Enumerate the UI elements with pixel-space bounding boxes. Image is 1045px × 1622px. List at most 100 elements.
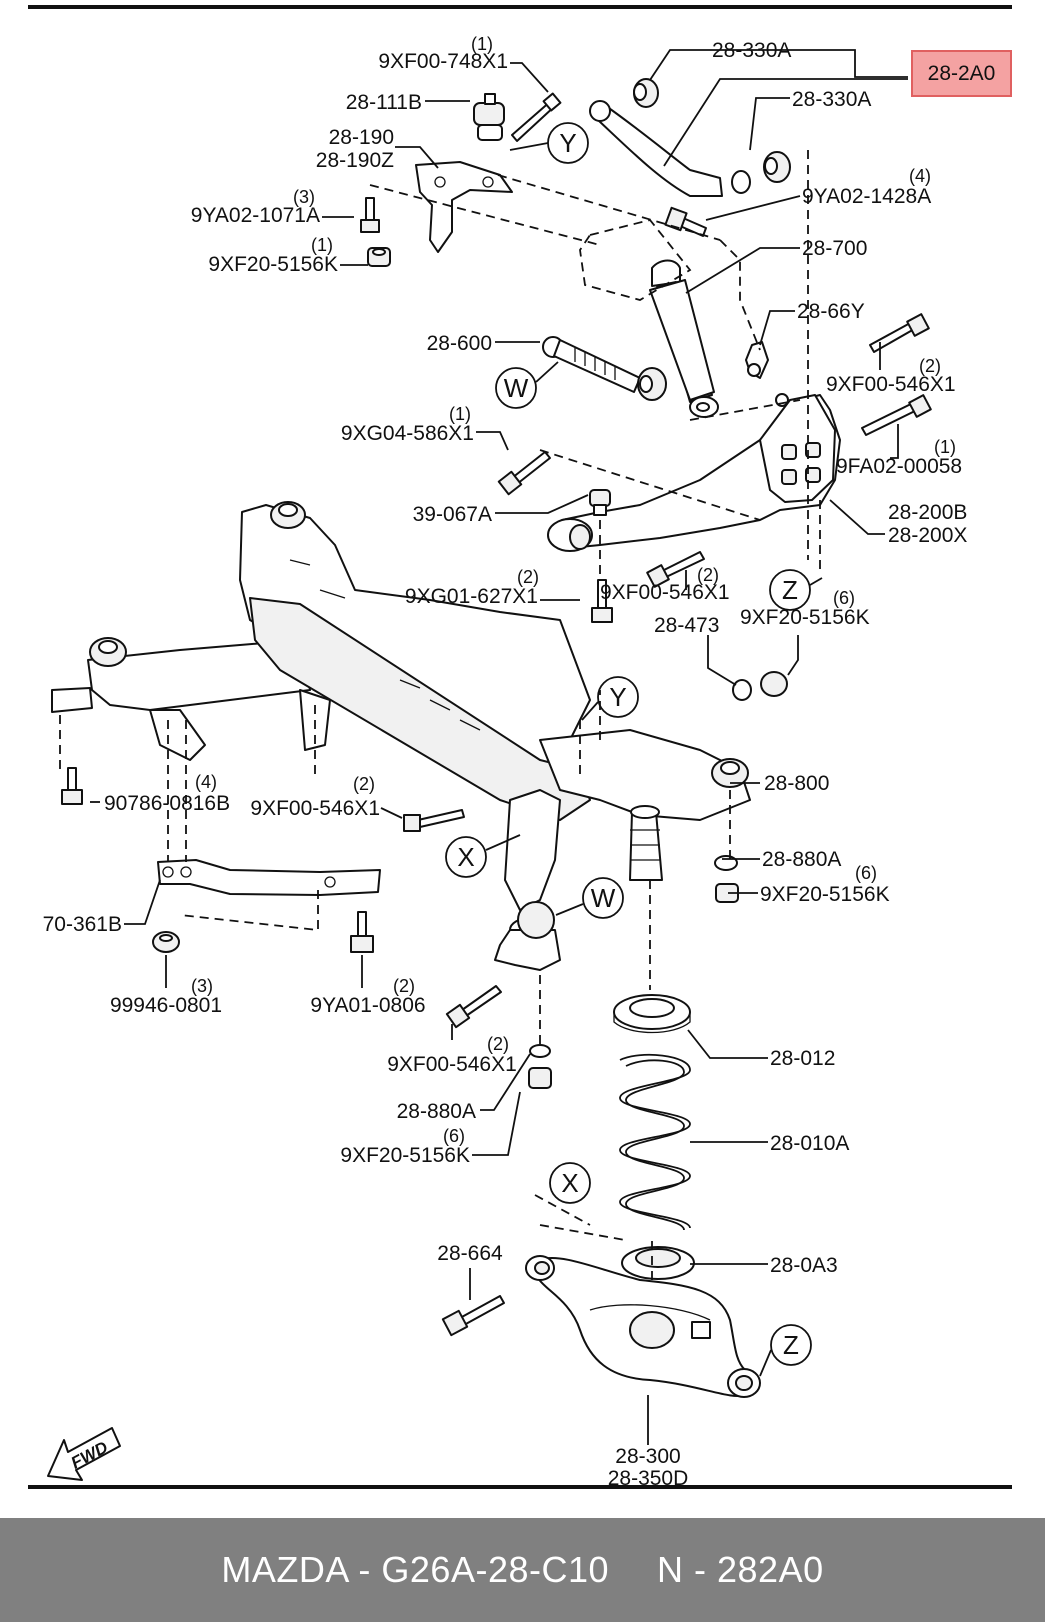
ref-circle-y-mid: Y — [581, 676, 639, 721]
ref-circle-x-mid: X — [445, 834, 521, 878]
callout-labels: (1) 9XF00-748X1 28-111B 28-190 28-190Z (… — [43, 34, 968, 1490]
leader-lines — [90, 49, 908, 1445]
callout-label: 28-800 — [764, 772, 829, 795]
callout-label: 28-664 — [437, 1242, 503, 1265]
long-bolt-part — [511, 92, 562, 142]
callout-label: 28-330A — [792, 88, 871, 111]
callout-label: 28-200X — [888, 524, 967, 547]
callout-label: 9XF00-546X1 — [600, 581, 730, 604]
callout-label: 28-190Z — [316, 149, 394, 172]
callout-qty: (1) — [471, 34, 493, 54]
ref-circle-w-top: W — [495, 361, 559, 409]
callout-qty: (1) — [934, 437, 956, 457]
callout-label: 28-330A — [712, 39, 791, 62]
svg-text:W: W — [591, 883, 616, 913]
callout-label: 9XG01-627X1 — [405, 585, 538, 608]
ref-circle-y-top: Y — [509, 122, 589, 164]
callout-label: 9XF00-748X1 — [378, 50, 508, 73]
svg-text:W: W — [504, 373, 529, 403]
bolt-9xg04-part — [497, 451, 551, 496]
callout-qty: (3) — [293, 187, 315, 207]
callout-qty: (2) — [353, 774, 375, 794]
bolt-9xg01-part — [591, 579, 613, 623]
svg-text:Z: Z — [782, 575, 798, 605]
brace-part — [157, 859, 381, 896]
svg-text:X: X — [457, 842, 474, 872]
shock-absorber-part — [649, 259, 719, 418]
callout-label: 28-600 — [427, 332, 492, 355]
bolt-90786-part — [61, 767, 83, 805]
upper-arm-part — [589, 78, 791, 197]
svg-text:X: X — [561, 1168, 578, 1198]
callout-label: 9XF20-5156K — [208, 253, 338, 276]
callout-label: 28-0A3 — [770, 1254, 838, 1277]
callout-label: 28-200B — [888, 501, 967, 524]
callout-label: 9XF20-5156K — [760, 883, 890, 906]
callout-label: 28-880A — [397, 1100, 476, 1123]
footer-bar: MAZDA - G26A-28-C10 N - 282A0 — [0, 1518, 1045, 1622]
bump-stop-part — [473, 93, 505, 141]
washer-lower-part — [528, 1044, 552, 1089]
highlighted-part-label: 28-2A0 — [927, 62, 996, 85]
callout-qty: (4) — [909, 166, 931, 186]
coil-spring-part — [619, 1053, 691, 1231]
callout-label: 9XF00-546X1 — [387, 1053, 517, 1076]
svg-text:Y: Y — [609, 682, 626, 712]
callout-qty: (6) — [443, 1126, 465, 1146]
callout-qty: (3) — [191, 976, 213, 996]
callout-label: 9YA02-1071A — [191, 204, 320, 227]
small-bracket-part — [745, 341, 769, 379]
callout-label: 28-012 — [770, 1047, 835, 1070]
callout-qty: (2) — [919, 356, 941, 376]
callout-qty: (2) — [393, 976, 415, 996]
trailing-arm-part — [547, 393, 841, 552]
small-bolt-part — [360, 197, 380, 233]
callout-label: 9XF00-546X1 — [826, 373, 956, 396]
dust-boot-part — [629, 805, 663, 881]
callout-label: 28-473 — [654, 614, 719, 637]
callout-qty: (2) — [697, 565, 719, 585]
nut-part — [367, 247, 391, 267]
bolt-right-lower-part — [861, 394, 932, 436]
callout-label: 9YA02-1428A — [802, 185, 931, 208]
callout-label: 99946-0801 — [110, 994, 222, 1017]
ref-circle-z-low: Z — [759, 1324, 812, 1377]
svg-text:Z: Z — [783, 1330, 799, 1360]
callout-label: 90786-0816B — [104, 792, 230, 815]
callout-label: 70-361B — [43, 913, 122, 936]
stopper-part — [589, 489, 611, 516]
bolt-lower-part — [445, 985, 502, 1029]
fwd-arrow-icon: FWD — [47, 1427, 121, 1481]
bolt-left-part — [403, 809, 465, 832]
footer-brand-part: MAZDA - G26A-28-C10 — [221, 1549, 610, 1590]
footer-part-number: N - 282A0 — [657, 1549, 824, 1590]
flange-nut-part — [152, 931, 180, 953]
phantom-lines — [59, 150, 821, 1280]
callout-label: 9XG04-586X1 — [341, 422, 474, 445]
callout-qty: (4) — [195, 772, 217, 792]
washer-right-part — [714, 855, 739, 903]
svg-text:Y: Y — [559, 128, 576, 158]
callout-qty: (2) — [487, 1034, 509, 1054]
lateral-link-part — [542, 336, 667, 401]
ref-circle-x-low: X — [549, 1162, 591, 1204]
bolt-part — [664, 206, 707, 237]
bolt-9ya01-part — [350, 911, 374, 953]
callout-label: 28-300 — [615, 1445, 680, 1468]
parts-diagram: Y W Z Y X W X Z FWD (1) 9XF0 — [28, 5, 1012, 1490]
bolt-28-664-part — [441, 1295, 505, 1337]
callout-label: 28-190 — [329, 126, 394, 149]
callout-qty: (2) — [517, 567, 539, 587]
callout-label: 28-66Y — [797, 300, 865, 323]
callout-label: 28-880A — [762, 848, 841, 871]
subframe-part — [51, 501, 751, 971]
callout-qty: (6) — [855, 863, 877, 883]
ref-circle-z-mid: Z — [769, 569, 823, 611]
lower-spring-seat-part — [621, 1246, 695, 1280]
ref-circle-w-mid: W — [555, 877, 624, 919]
lower-arm-part — [525, 1255, 761, 1398]
callout-label: 9XF20-5156K — [740, 606, 870, 629]
callout-qty: (1) — [449, 404, 471, 424]
callout-label: 9YA01-0806 — [310, 994, 425, 1017]
callout-label: 28-700 — [802, 237, 867, 260]
